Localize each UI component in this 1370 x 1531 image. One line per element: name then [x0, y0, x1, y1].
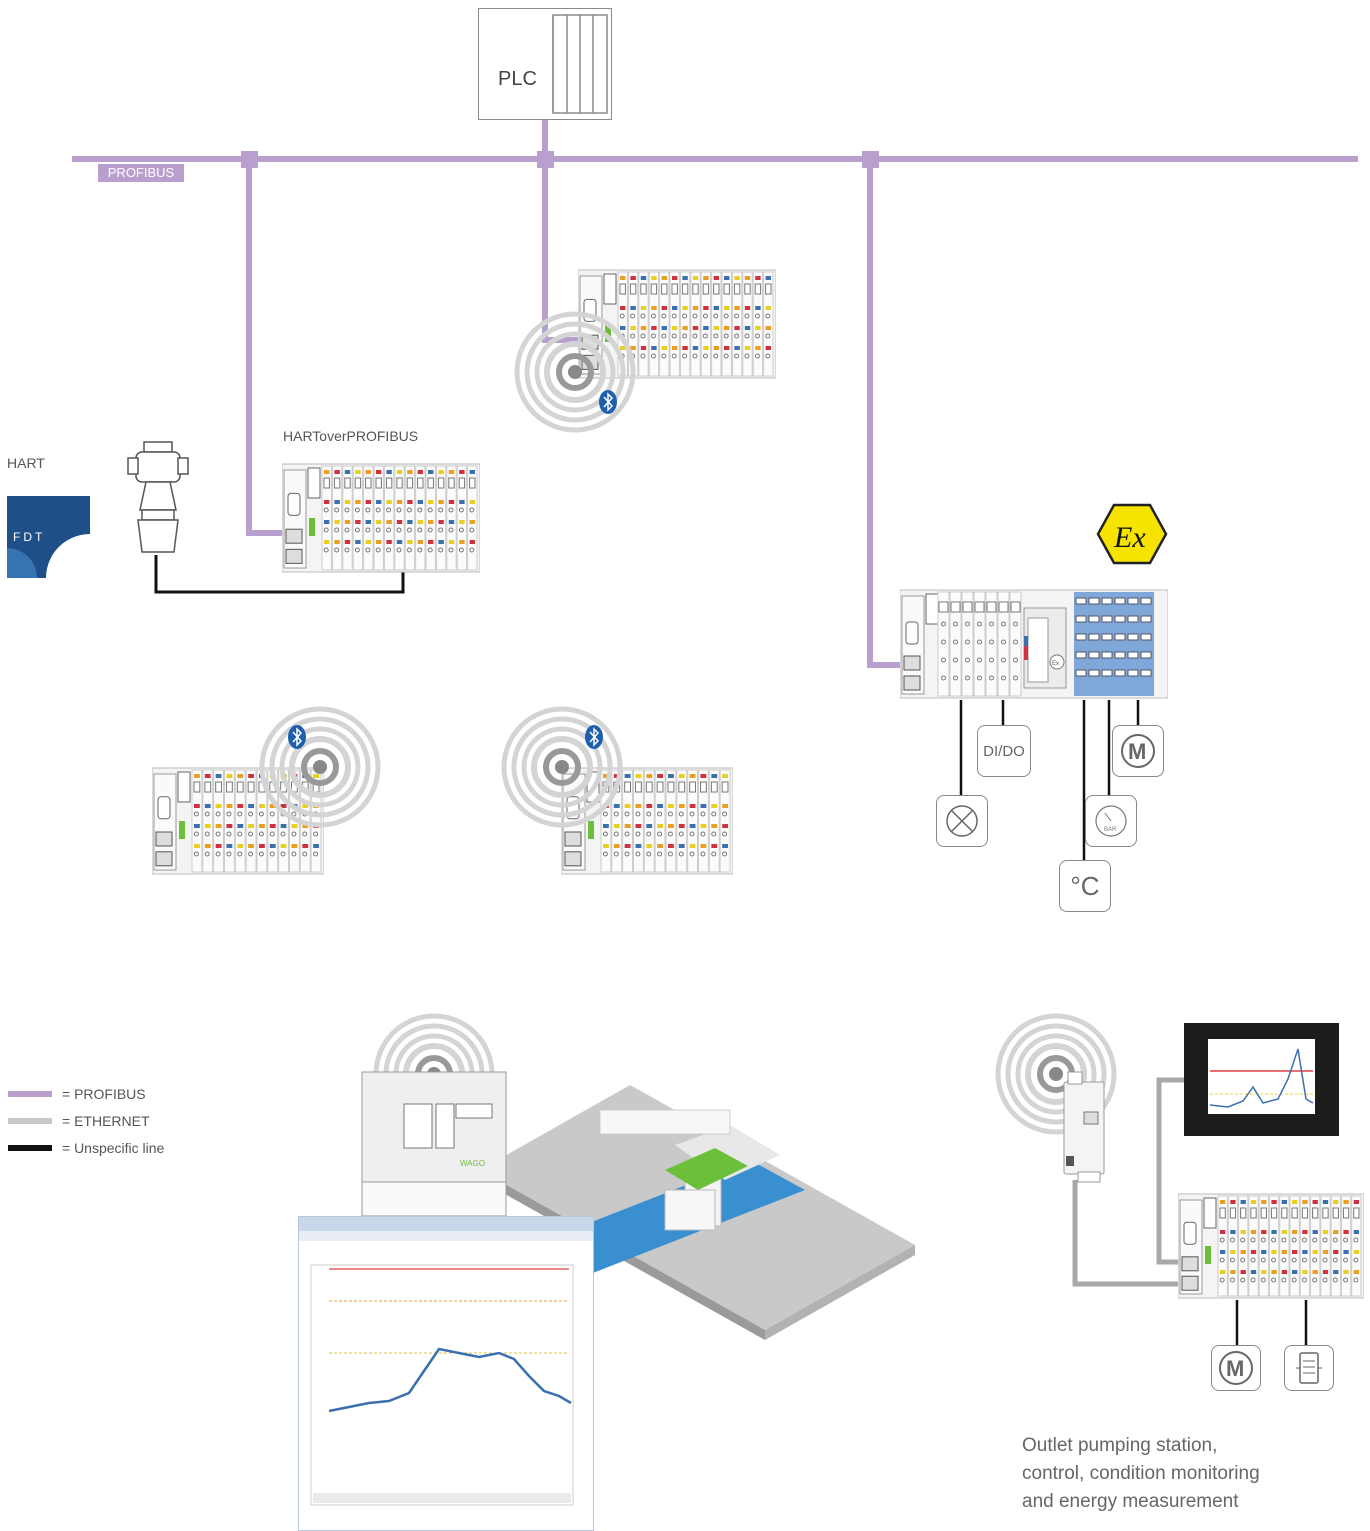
- svg-text:M: M: [1226, 1356, 1244, 1381]
- pumping-station-caption: Outlet pumping station, control, conditi…: [1022, 1435, 1260, 1512]
- drop-line-center: [542, 159, 583, 343]
- wireless-gateway-module: [1063, 1071, 1105, 1183]
- wireless-signal-icon: [259, 706, 381, 828]
- valve-icon: [127, 441, 189, 553]
- hart-label: HART: [7, 455, 45, 471]
- motor-icon: M: [1112, 725, 1164, 777]
- dido-box: DI/DO: [977, 725, 1031, 777]
- svg-text:M: M: [1128, 739, 1146, 764]
- fieldbus-controller-center: [578, 269, 776, 379]
- legend-item-ethernet: = ETHERNET: [8, 1107, 164, 1134]
- ethernet-line: [1156, 1077, 1184, 1265]
- hart-over-profibus-label: HARTover​PROFIBUS: [283, 428, 419, 444]
- ethernet-line: [1072, 1180, 1180, 1287]
- wireless-signal-icon: [501, 706, 623, 828]
- ex-fieldbus-controller: Ex: [900, 589, 1168, 699]
- lamp-icon: [936, 795, 988, 847]
- fieldbus-controller-pump: [1178, 1193, 1364, 1299]
- bluetooth-icon: [288, 725, 306, 749]
- plc-rack: [478, 8, 612, 120]
- controller-cabinet: WAGO: [361, 1071, 507, 1217]
- bluetooth-icon: [599, 390, 617, 414]
- legend: = PROFIBUS = ETHERNET = Unspecific line: [8, 1080, 164, 1161]
- fieldbus-controller-hart: [282, 463, 480, 573]
- dam-scene: [480, 1085, 915, 1340]
- legend-item-profibus: = PROFIBUS: [8, 1080, 164, 1107]
- pressure-gauge-icon: BAR: [1085, 795, 1137, 847]
- fieldbus-controller-middle: [561, 767, 733, 875]
- ex-protection-icon: Ex: [1096, 503, 1168, 565]
- drop-line-ex: [867, 159, 904, 668]
- fdt-logo: FDT: [7, 496, 90, 578]
- drop-line-hart: [246, 159, 287, 536]
- unspecific-line-valve: [154, 555, 405, 594]
- hmi-touch-panel: [1184, 1023, 1339, 1136]
- svg-text:WAGO: WAGO: [460, 1159, 485, 1168]
- profibus-tag: PROFIBUS: [98, 164, 184, 182]
- bluetooth-icon: [585, 725, 603, 749]
- monitoring-browser-window: [298, 1216, 594, 1531]
- plc-label: PLC: [498, 68, 537, 90]
- energy-meter-icon: [1284, 1345, 1334, 1391]
- wireless-signal-icon: [514, 311, 636, 433]
- temperature-icon: °C: [1059, 860, 1111, 912]
- svg-text:BAR: BAR: [1104, 827, 1117, 833]
- legend-item-unspecific: = Unspecific line: [8, 1134, 164, 1161]
- svg-text:Ex: Ex: [1113, 521, 1146, 554]
- wireless-signal-icon: [995, 1013, 1117, 1135]
- motor-icon: M: [1211, 1345, 1261, 1391]
- svg-text:Ex: Ex: [1052, 661, 1059, 667]
- svg-text:FDT: FDT: [13, 530, 45, 544]
